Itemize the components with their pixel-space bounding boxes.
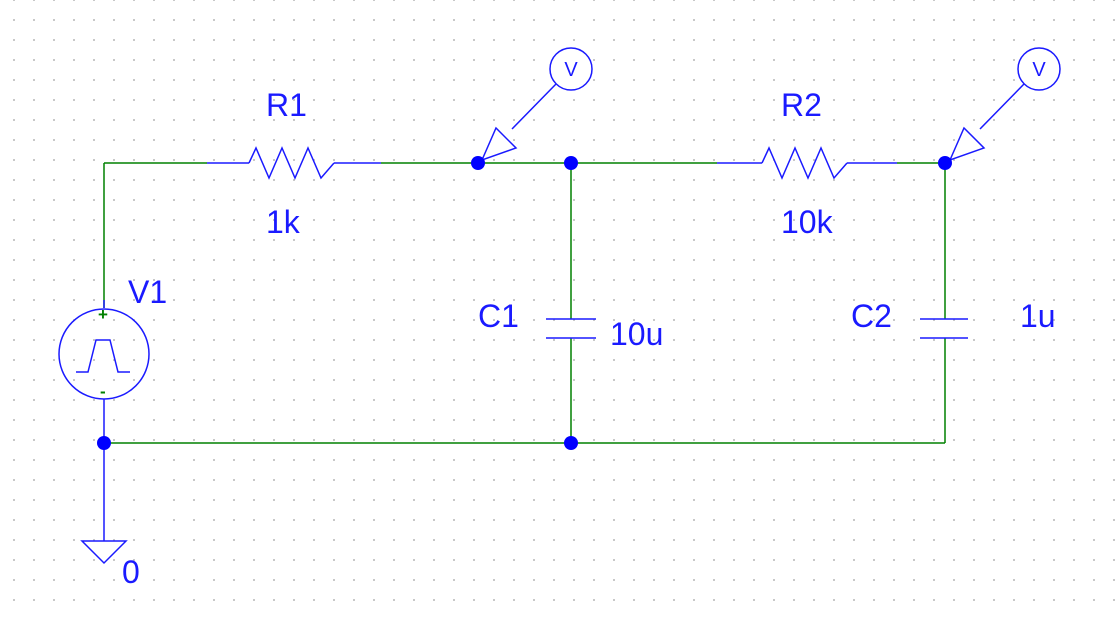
r1-reference-label[interactable]: R1 [266,87,307,123]
c1-value-label[interactable]: 10u [610,316,663,352]
capacitor-c1[interactable] [546,318,596,339]
probe-2-label: V [1032,59,1046,81]
capacitor-c2[interactable] [920,318,968,339]
ground-symbol[interactable] [80,443,128,565]
junction-dot [564,156,578,170]
ground-label[interactable]: 0 [122,554,140,590]
r2-reference-label[interactable]: R2 [781,87,822,123]
v1-plus-sign: + [98,305,108,324]
c2-value-label[interactable]: 1u [1020,298,1056,334]
resistor-r2[interactable] [717,146,897,180]
junctions [97,156,952,450]
junction-dot [471,156,485,170]
voltage-probe-1[interactable] [480,47,593,162]
v1-minus-sign: - [100,382,106,401]
r2-value-label[interactable]: 10k [781,204,834,240]
c2-reference-label[interactable]: C2 [851,298,892,334]
voltage-source-v1[interactable] [58,300,150,443]
v1-reference-label[interactable]: V1 [128,274,167,310]
resistor-r1[interactable] [207,146,381,180]
junction-dot [97,436,111,450]
r1-value-label[interactable]: 1k [266,204,301,240]
junction-dot [938,156,952,170]
c1-reference-label[interactable]: C1 [478,298,519,334]
probe-1-label: V [564,59,578,81]
junction-dot [564,436,578,450]
pulse-waveform-icon [76,339,130,373]
voltage-probe-2[interactable] [948,47,1061,162]
